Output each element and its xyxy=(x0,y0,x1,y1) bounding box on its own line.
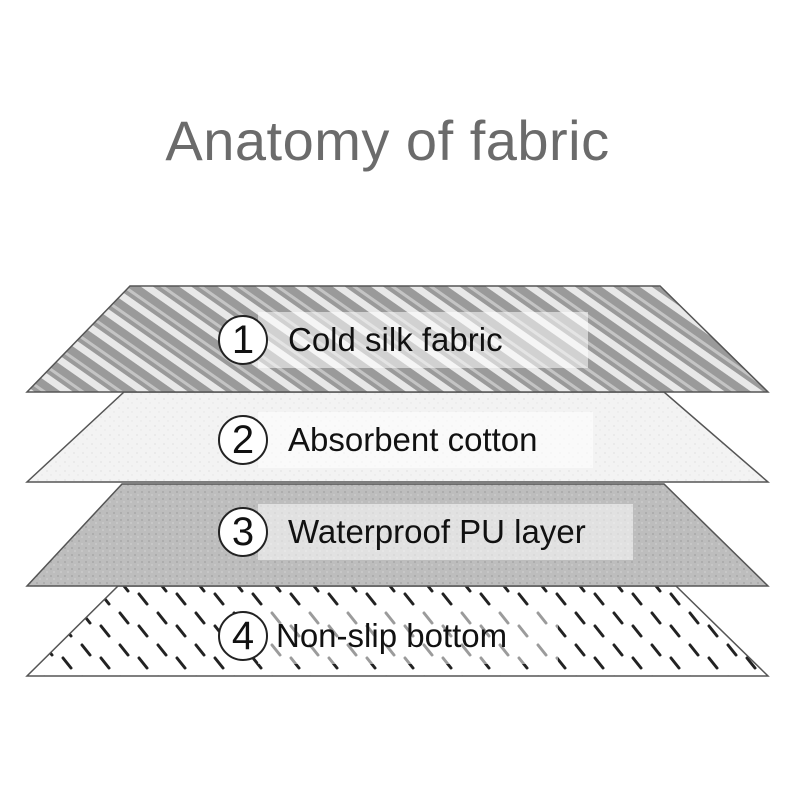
layer-4-label: 4 Non-slip bottom xyxy=(218,608,558,664)
layer-2-number: 2 xyxy=(218,415,268,465)
layer-1-text: Cold silk fabric xyxy=(288,321,503,358)
layer-2-text: Absorbent cotton xyxy=(288,421,538,458)
layer-1-number: 1 xyxy=(218,315,268,365)
layer-4-text: Non-slip bottom xyxy=(276,617,508,654)
layer-2-label: 2 Absorbent cotton xyxy=(218,412,593,468)
layer-3-label: 3 Waterproof PU layer xyxy=(218,504,633,560)
diagram-title: Anatomy of fabric xyxy=(165,109,610,172)
layer-3-text: Waterproof PU layer xyxy=(288,513,586,550)
layer-1-label: 1 Cold silk fabric xyxy=(218,312,588,368)
layer-3-number: 3 xyxy=(218,507,268,557)
layer-4-number: 4 xyxy=(218,611,268,661)
